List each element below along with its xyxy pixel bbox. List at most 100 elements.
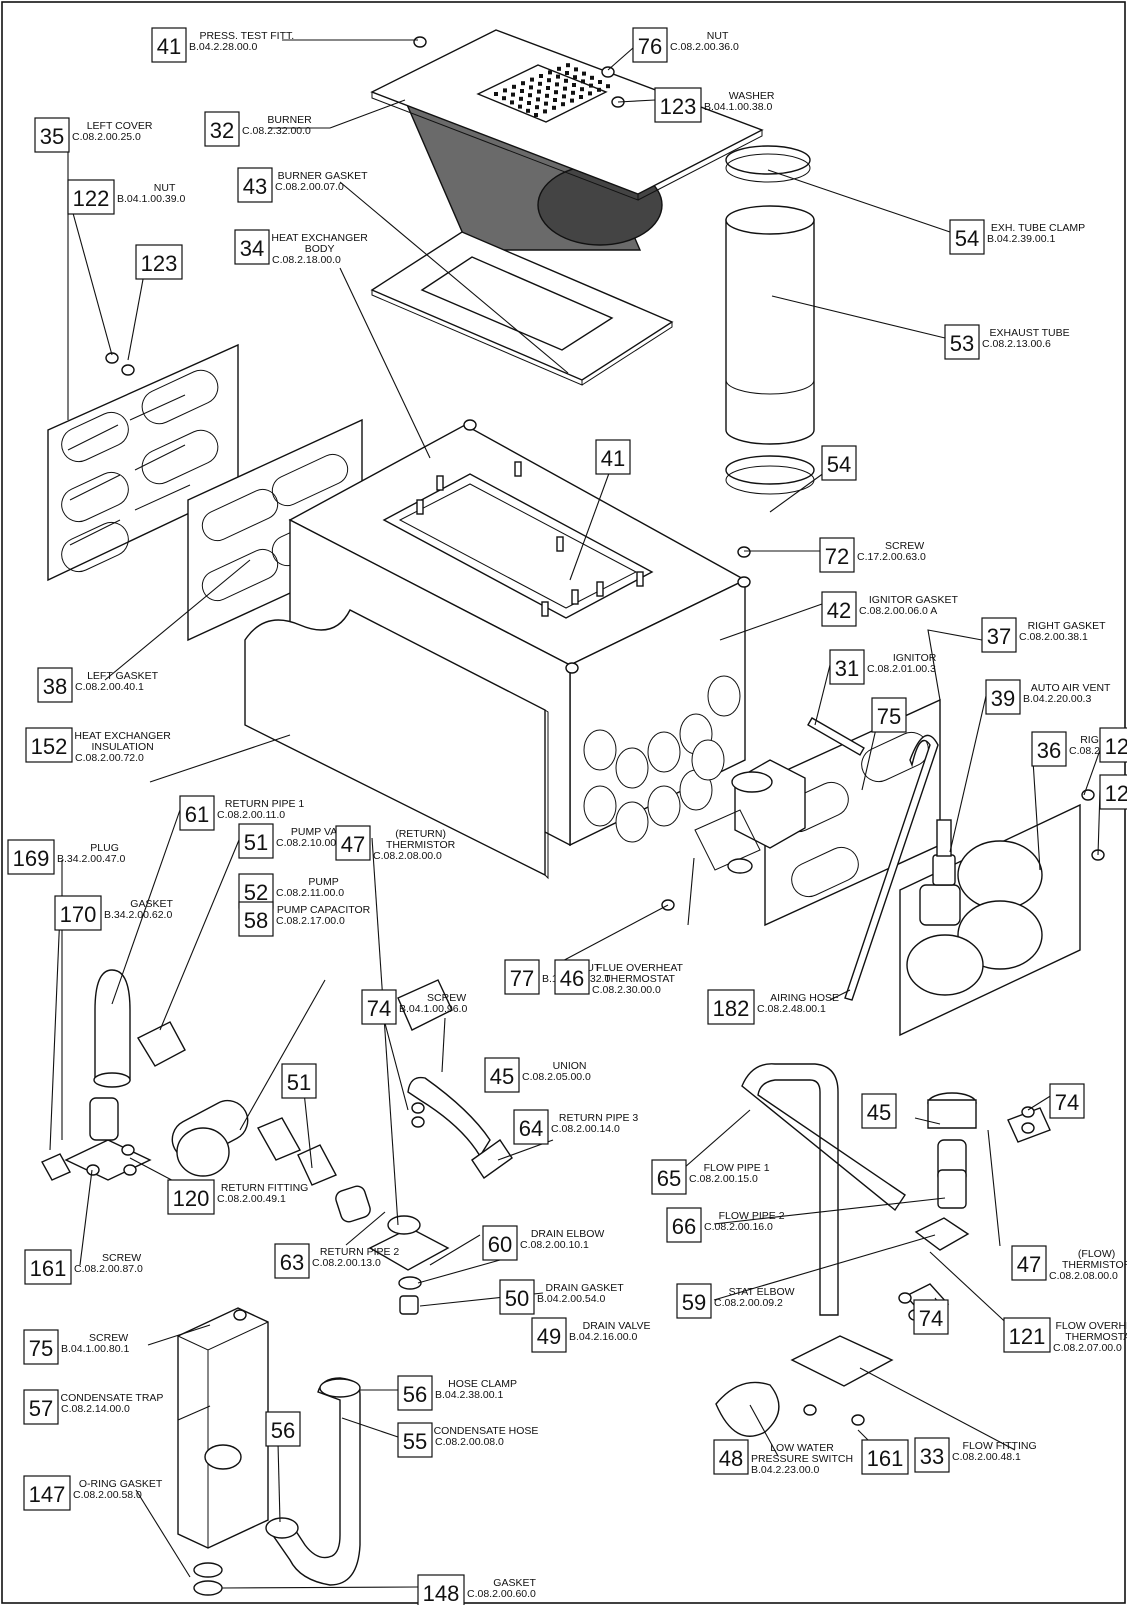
callout-part-name: RETURN FITTING bbox=[221, 1182, 309, 1194]
callout-number: 75 bbox=[877, 704, 901, 729]
callout-part-name: SCREW bbox=[427, 992, 466, 1004]
burner-port bbox=[597, 87, 601, 92]
callout-number-box bbox=[1003, 1317, 1051, 1353]
burner-port bbox=[544, 101, 548, 106]
stud bbox=[541, 601, 549, 617]
callout-number: 148 bbox=[423, 1581, 460, 1605]
burner-port bbox=[518, 104, 522, 109]
fastener bbox=[121, 364, 135, 376]
callout-number: 65 bbox=[657, 1166, 681, 1191]
burner-port bbox=[589, 83, 593, 88]
callout-part-name: UNION bbox=[553, 1060, 587, 1072]
callout-number-box bbox=[949, 219, 985, 255]
callout-54: 54 bbox=[821, 445, 857, 481]
callout-number: 72 bbox=[825, 544, 849, 569]
callout-64: 64 RETURN PIPE 3C.08.2.00.14.0 bbox=[513, 1109, 639, 1145]
callout-part-name: (RETURN) bbox=[395, 828, 446, 840]
callout-number: 64 bbox=[519, 1116, 543, 1141]
callout-part-code: C.08.2.00.14.0 bbox=[551, 1123, 620, 1135]
callout-number-box bbox=[654, 87, 702, 123]
callout-number: 48 bbox=[719, 1446, 743, 1471]
stud bbox=[571, 589, 579, 605]
burner-port bbox=[570, 98, 574, 103]
exchanger-port bbox=[647, 785, 681, 827]
callout-number: 63 bbox=[280, 1250, 304, 1275]
callout-number: 41 bbox=[601, 446, 625, 471]
callout-number: 33 bbox=[920, 1444, 944, 1469]
callout-41: 41 bbox=[595, 439, 631, 475]
burner-port bbox=[588, 91, 592, 96]
callout-part-name: IGNITOR bbox=[893, 652, 937, 664]
burner-port bbox=[526, 108, 530, 113]
callout-number: 52 bbox=[244, 880, 268, 905]
fastener bbox=[1021, 1122, 1035, 1134]
callout-number: 74 bbox=[919, 1306, 943, 1331]
callout-number-box bbox=[34, 117, 70, 153]
callout-number-box bbox=[676, 1283, 712, 1319]
callout-part-code: C.08.2.00.36.0 bbox=[670, 41, 739, 53]
callout-number: 31 bbox=[835, 656, 859, 681]
callout-part-code: B.04.2.23.00.0 bbox=[751, 1464, 819, 1476]
callout-part-name: LEFT GASKET bbox=[87, 670, 159, 682]
callout-part-name: (FLOW) bbox=[1078, 1248, 1115, 1260]
callout-number: 37 bbox=[987, 624, 1011, 649]
callout-part-code: C.08.2.08.00.0 bbox=[1049, 1270, 1118, 1282]
callout-number-box bbox=[829, 649, 865, 685]
callout-part-name: RETURN PIPE 3 bbox=[559, 1112, 639, 1124]
callout-number: 182 bbox=[713, 996, 750, 1021]
callout-number-box bbox=[417, 1574, 465, 1610]
leader-lines bbox=[49, 39, 1101, 1589]
burner-port bbox=[571, 90, 575, 95]
callout-number: 123 bbox=[141, 251, 178, 276]
callout-part-code: B.04.2.20.00.3 bbox=[1023, 693, 1091, 705]
burner-port bbox=[527, 101, 531, 105]
callout-part-code: C.08.2.00.07.0 bbox=[275, 181, 344, 193]
callout-number: 34 bbox=[240, 236, 264, 261]
callout-part-code: C.08.2.08.00.0 bbox=[373, 850, 442, 862]
callout-number: 39 bbox=[991, 686, 1015, 711]
callout-number-box bbox=[944, 324, 980, 360]
callout-number: 120 bbox=[173, 1186, 210, 1211]
callout-part-name: NUT bbox=[154, 182, 176, 194]
callout-part-name: HOSE CLAMP bbox=[448, 1378, 517, 1390]
callout-part-code: C.08.2.00.72.0 bbox=[75, 752, 144, 764]
callout-number-box bbox=[666, 1207, 702, 1243]
stud bbox=[416, 499, 424, 515]
callout-number-box bbox=[151, 27, 187, 63]
callout-part-name: HEAT EXCHANGER bbox=[74, 730, 171, 742]
ignitor-assembly-drawing bbox=[694, 717, 956, 1001]
callout-number-box bbox=[37, 667, 73, 703]
callout-56: 56 bbox=[265, 1411, 301, 1447]
burner-port bbox=[556, 74, 560, 79]
callout-number: 42 bbox=[827, 598, 851, 623]
callout-74: 74 bbox=[913, 1299, 949, 1335]
callout-number-box bbox=[531, 1317, 567, 1353]
callout-part-code: B.04.2.00.54.0 bbox=[537, 1293, 605, 1305]
burner-port bbox=[543, 109, 547, 114]
callout-part-code: C.08.2.00.10.1 bbox=[520, 1239, 589, 1251]
callout-part-code: B.04.1.00.96.0 bbox=[399, 1003, 467, 1015]
callout-part-name: CONDENSATE TRAP bbox=[61, 1392, 164, 1404]
fastener bbox=[233, 1309, 247, 1321]
callout-number-box bbox=[981, 617, 1017, 653]
callout-number: 47 bbox=[1017, 1252, 1041, 1277]
callout-part-name: AUTO AIR VENT bbox=[1031, 682, 1111, 694]
callout-part-code: B.34.2.00.62.0 bbox=[104, 909, 172, 921]
callout-part-name: WASHER bbox=[729, 90, 775, 102]
callout-number: 161 bbox=[30, 1256, 67, 1281]
stud bbox=[636, 571, 644, 587]
callout-number: 55 bbox=[403, 1429, 427, 1454]
